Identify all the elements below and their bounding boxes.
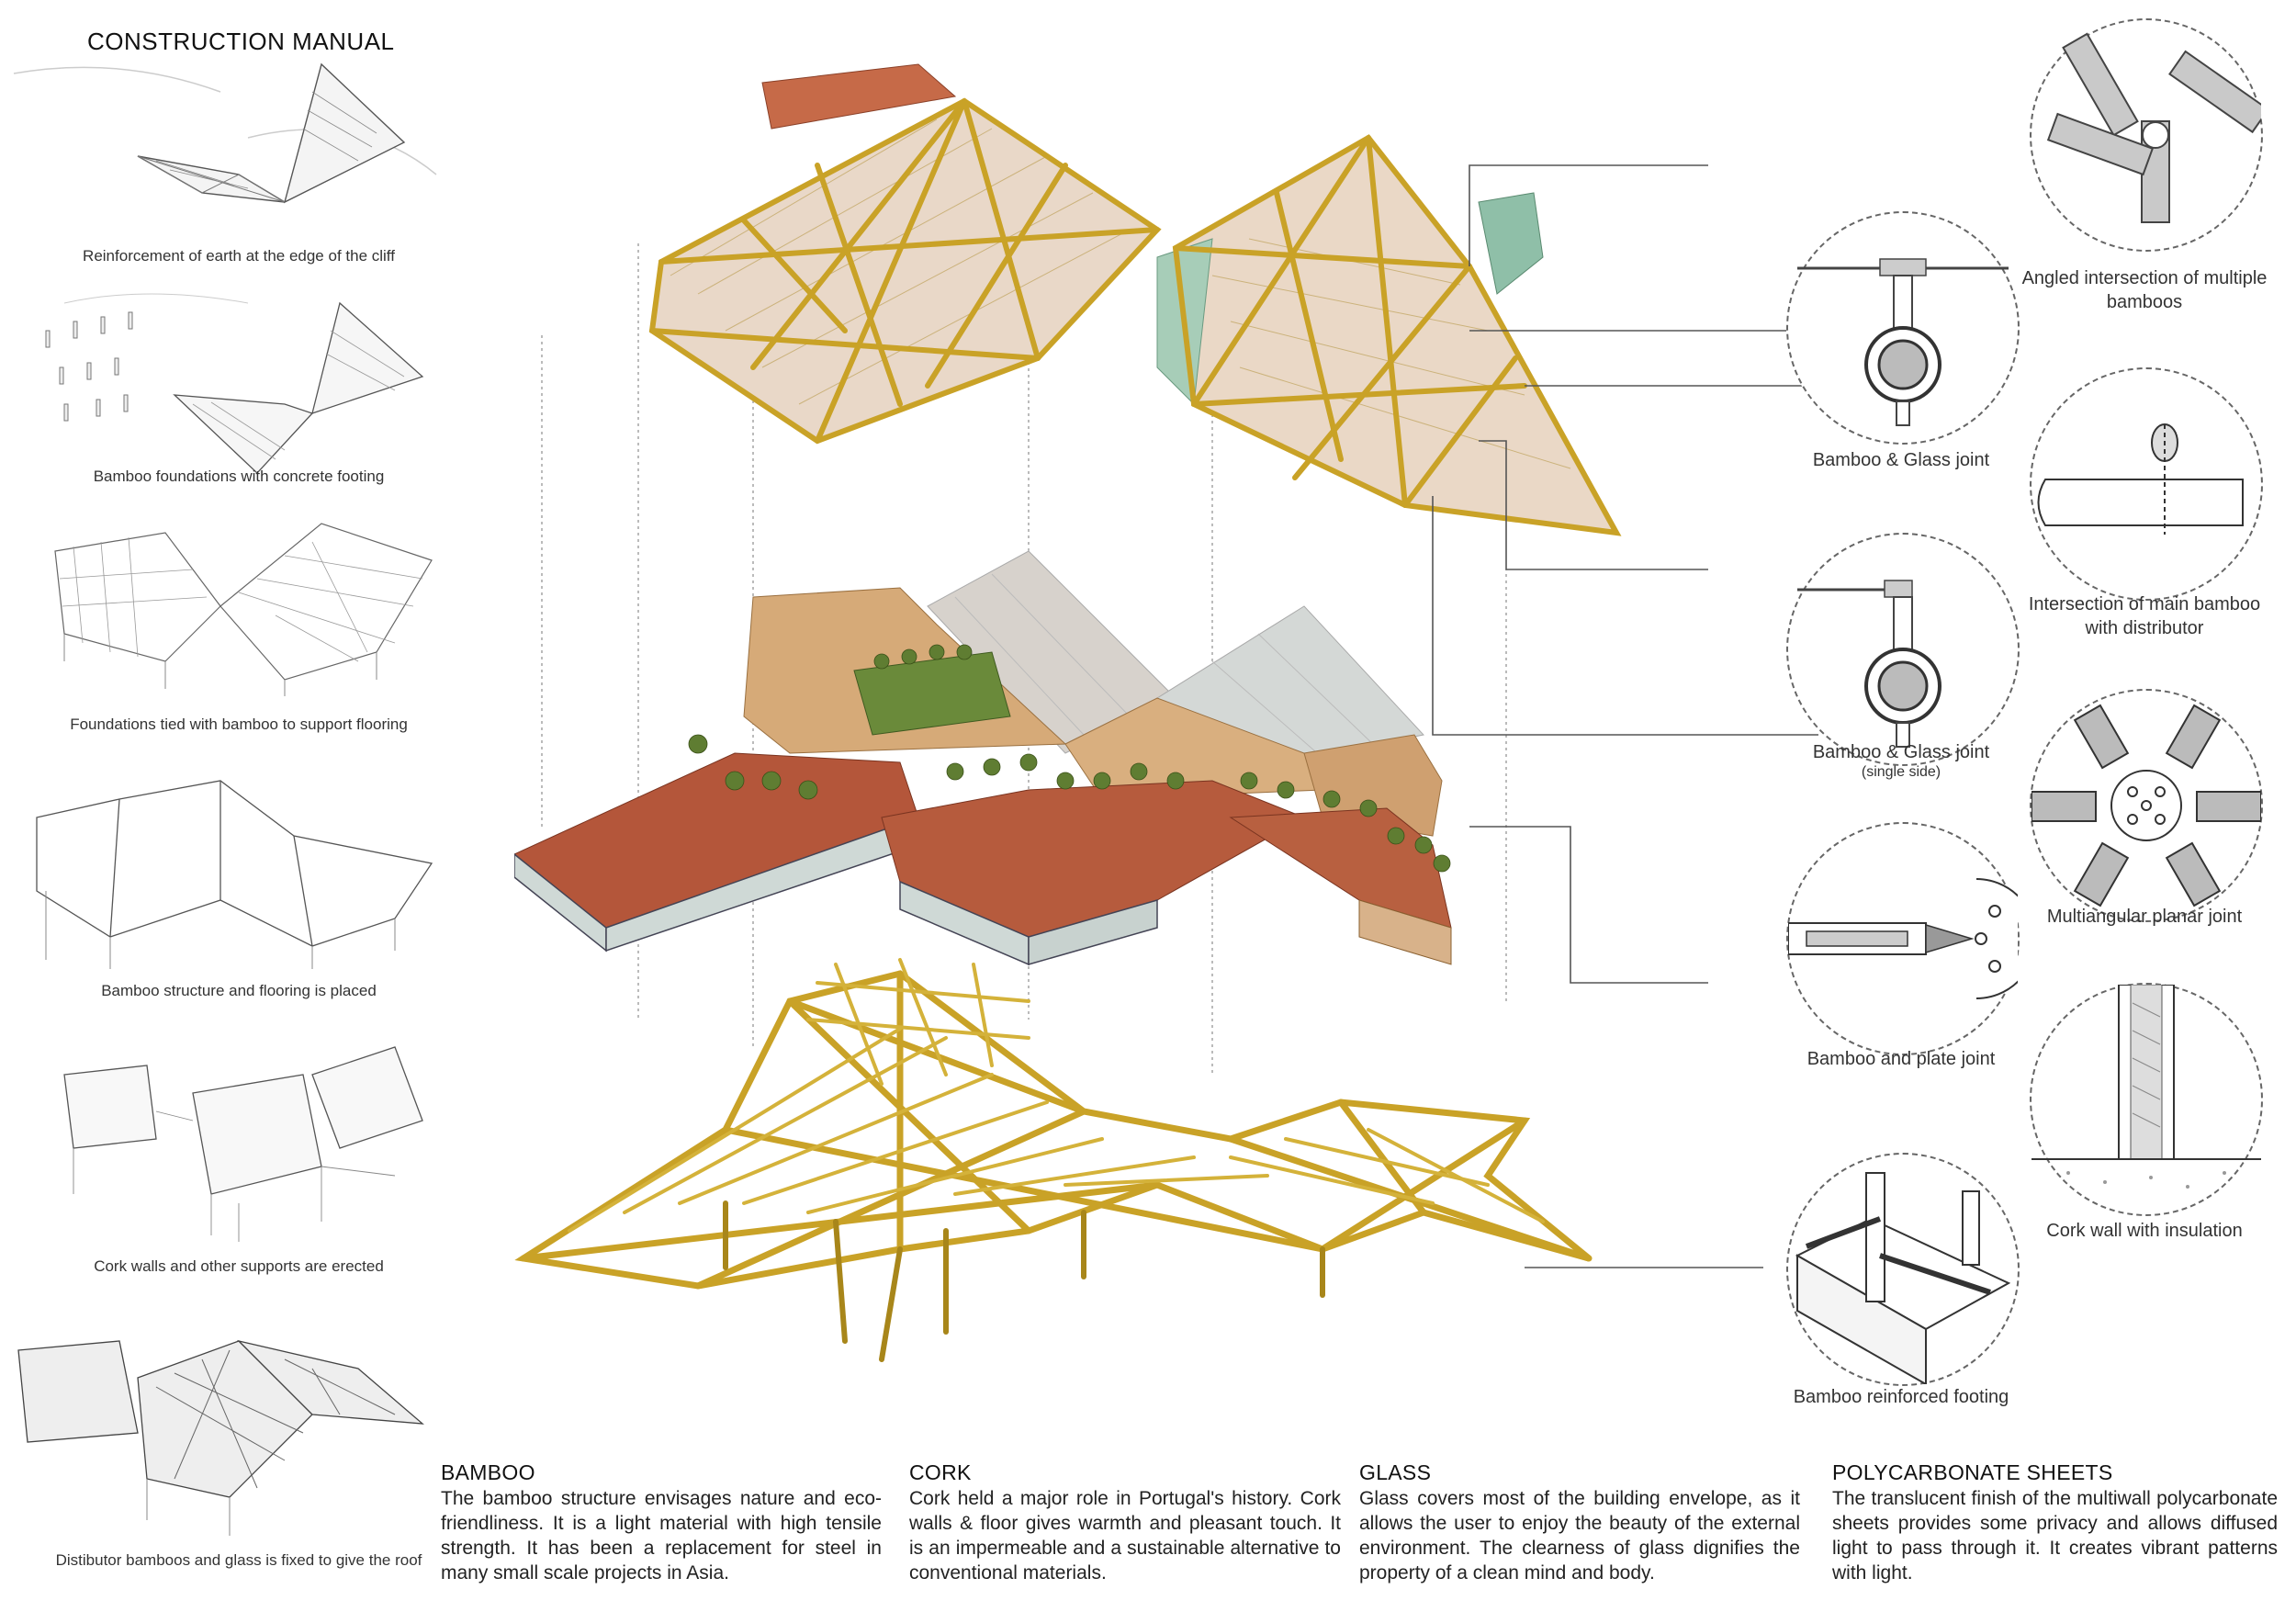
leader-lines — [1432, 164, 1818, 1268]
detail-main-bamboo-distributor — [2030, 367, 2263, 601]
material-text-cork: Cork held a major role in Portugal's his… — [909, 1488, 1341, 1584]
step-4-caption: Bamboo structure and flooring is placed — [101, 982, 377, 999]
step-2-sketch — [9, 276, 441, 473]
step-1-sketch — [9, 55, 441, 248]
detail-label-bamboo-plate-joint: Bamboo and plate joint — [1806, 1049, 1996, 1069]
detail-label-bamboo-glass-joint: Bamboo & Glass joint — [1812, 450, 1990, 470]
detail-cork-wall — [2030, 983, 2263, 1216]
exploded-axonometric — [514, 63, 1818, 1362]
roof-left — [648, 63, 1162, 445]
step-6-caption: Distibutor bamboos and glass is fixed to… — [55, 1551, 422, 1569]
detail-label-note: (single side) — [1861, 764, 1941, 780]
detail-label-cork-wall: Cork wall with insulation — [2046, 1221, 2243, 1241]
step-1-caption: Reinforcement of earth at the edge of th… — [83, 247, 395, 265]
step-5-caption: Cork walls and other supports are erecte… — [94, 1257, 384, 1275]
detail-label-multiangular-joint: Multiangular planar joint — [2046, 907, 2243, 927]
detail-label-bamboo-footing: Bamboo reinforced footing — [1793, 1387, 2009, 1407]
detail-label-text: Bamboo & Glass joint — [1812, 742, 1990, 762]
step-3-caption: Foundations tied with bamboo to support … — [70, 716, 408, 733]
material-text-glass: Glass covers most of the building envelo… — [1359, 1488, 1800, 1584]
material-text-bamboo: The bamboo structure envisages nature an… — [441, 1488, 882, 1584]
step-5-sketch — [9, 1038, 441, 1249]
material-title-glass: GLASS — [1359, 1460, 1432, 1484]
floor-level — [514, 550, 1452, 966]
detail-multiangular-joint — [2030, 689, 2263, 922]
step-2-caption: Bamboo foundations with concrete footing — [93, 468, 385, 485]
detail-bamboo-glass-joint-single — [1786, 533, 2020, 766]
roof-right — [1156, 134, 1622, 536]
material-title-cork: CORK — [909, 1460, 972, 1484]
step-3-sketch — [9, 505, 441, 698]
step-4-sketch — [9, 762, 441, 974]
detail-label-bamboo-glass-joint-single: Bamboo & Glass joint (single side) — [1777, 740, 2025, 781]
detail-bamboo-glass-joint — [1786, 211, 2020, 445]
detail-label-angled-intersection: Angled intersection of multiple bamboos — [2021, 268, 2268, 312]
material-text-polycarbonate: The translucent finish of the multiwall … — [1832, 1488, 2278, 1584]
detail-label-main-bamboo-distributor: Intersection of main bamboo with distrib… — [2028, 594, 2261, 638]
detail-bamboo-plate-joint — [1786, 822, 2020, 1055]
material-title-bamboo: BAMBOO — [441, 1460, 535, 1484]
step-6-sketch — [9, 1323, 441, 1543]
bamboo-structure — [514, 958, 1593, 1362]
material-title-polycarbonate: POLYCARBONATE SHEETS — [1832, 1460, 2113, 1484]
detail-angled-intersection — [2030, 18, 2263, 252]
detail-bamboo-footing — [1786, 1153, 2020, 1386]
manual-title: CONSTRUCTION MANUAL — [87, 28, 395, 55]
